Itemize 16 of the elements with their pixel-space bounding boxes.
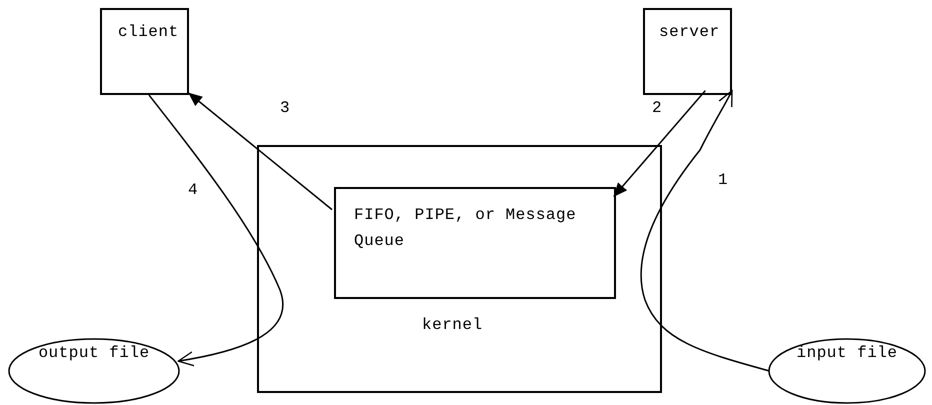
arrow xyxy=(148,94,284,366)
file-ellipse xyxy=(768,338,926,404)
node-text: kernel xyxy=(422,315,484,336)
node-text: server xyxy=(659,22,721,43)
node-text: output file xyxy=(37,343,151,364)
process-box xyxy=(100,8,189,95)
arrow xyxy=(188,92,332,210)
node-text: client xyxy=(118,22,180,43)
arrow xyxy=(613,90,706,197)
process-box xyxy=(334,187,616,299)
file-ellipse xyxy=(8,338,180,404)
node-text: FIFO, PIPE, or Message Queue xyxy=(354,205,578,252)
node-text: input file xyxy=(795,343,898,364)
kernel-box xyxy=(257,145,662,393)
process-box xyxy=(643,8,732,95)
arrow xyxy=(640,90,770,372)
